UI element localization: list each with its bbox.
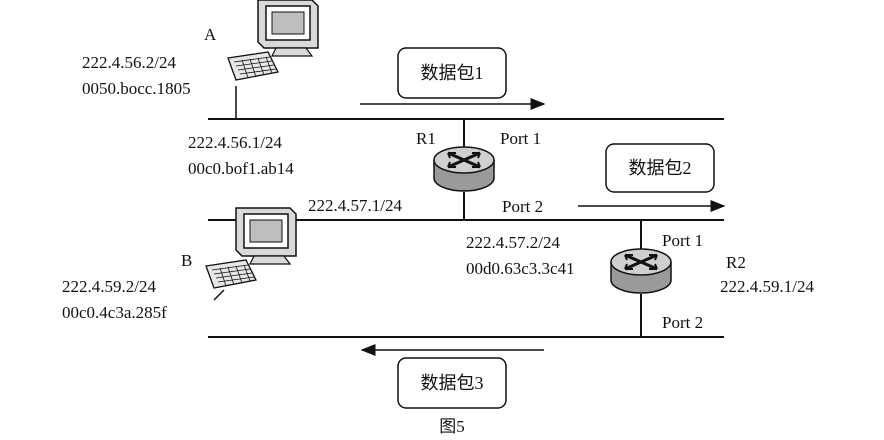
r2-port2-label: Port 2 [662, 313, 703, 332]
r1-port1-mac: 00c0.bof1.ab14 [188, 159, 294, 178]
figure-caption: 图5 [439, 417, 465, 436]
packet-3-label: 数据包3 [421, 373, 484, 393]
host-a-mac: 0050.bocc.1805 [82, 79, 191, 98]
packet-3-box [397, 357, 507, 409]
r1-port2-label: Port 2 [502, 197, 543, 216]
r2-port2-ip: 222.4.59.1/24 [720, 277, 814, 296]
computer-b-icon [205, 207, 297, 289]
r1-name: R1 [416, 129, 436, 148]
host-b-ip: 222.4.59.2/24 [62, 277, 156, 296]
host-b-mac: 00c0.4c3a.285f [62, 303, 167, 322]
packet-1-label: 数据包1 [421, 63, 484, 83]
r2-port1-ip: 222.4.57.2/24 [466, 233, 560, 252]
host-b-name: B [181, 251, 192, 270]
router-r2-icon [610, 248, 672, 294]
computer-a-icon [227, 0, 319, 81]
packet-2-label: 数据包2 [629, 158, 692, 178]
router-r1-icon [433, 146, 495, 192]
packet-2-box [605, 143, 715, 193]
host-b-link [213, 289, 225, 301]
r1-port1-ip: 222.4.56.1/24 [188, 133, 282, 152]
host-a-ip: 222.4.56.2/24 [82, 53, 176, 72]
r2-port1-mac: 00d0.63c3.3c41 [466, 259, 575, 278]
packet-1-box [397, 47, 507, 99]
r1-port2-ip: 222.4.57.1/24 [308, 196, 402, 215]
host-a-name: A [204, 25, 217, 44]
r2-name: R2 [726, 253, 746, 272]
r2-port1-label: Port 1 [662, 231, 703, 250]
r1-port1-label: Port 1 [500, 129, 541, 148]
